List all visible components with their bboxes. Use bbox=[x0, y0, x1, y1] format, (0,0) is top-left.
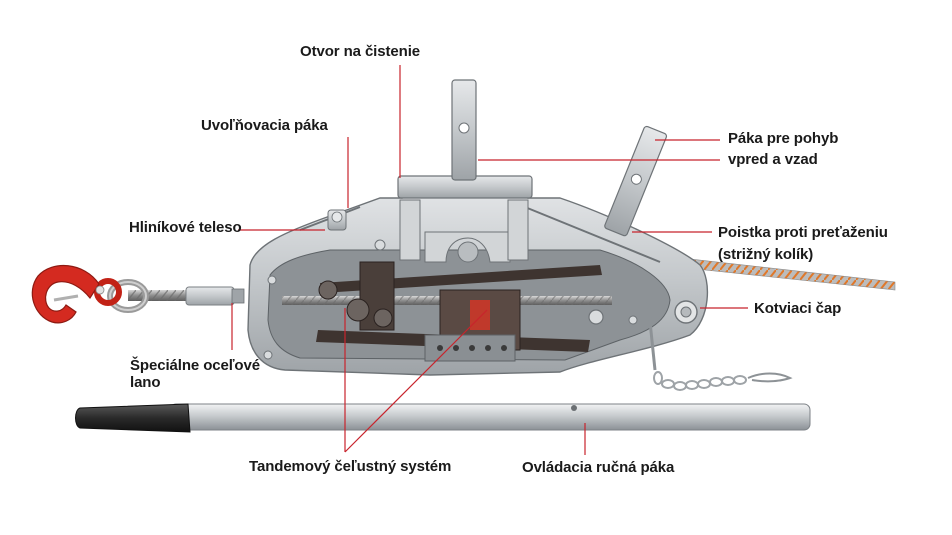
hook bbox=[31, 264, 122, 324]
release-lever bbox=[327, 209, 347, 231]
label-overload-line1: Poistka proti preťaženiu bbox=[718, 224, 888, 241]
forward-lever-socket bbox=[451, 79, 477, 181]
label-handle: Ovládacia ručná páka bbox=[522, 459, 675, 476]
steel-rope-left bbox=[107, 279, 245, 313]
label-jaw-system: Tandemový čeľustný systém bbox=[249, 458, 452, 475]
operating-handle bbox=[75, 403, 811, 433]
label-anchor-pin: Kotviaci čap bbox=[754, 300, 842, 317]
label-overload-line2: (strižný kolík) bbox=[718, 246, 814, 263]
reverse-lever-socket bbox=[604, 125, 668, 237]
label-lever-line1: Páka pre pohyb bbox=[728, 130, 839, 147]
label-aluminium-body: Hliníkové teleso bbox=[129, 219, 242, 236]
leader-lines bbox=[231, 65, 748, 455]
label-rope-line2: lano bbox=[130, 374, 161, 391]
label-lever-line2: vpred a vzad bbox=[728, 151, 818, 168]
safety-chain bbox=[646, 301, 793, 391]
label-cleaning-hole: Otvor na čistenie bbox=[300, 43, 421, 60]
label-rope-line1: Špeciálne oceľové bbox=[130, 357, 260, 374]
label-release-lever: Uvoľňovacia páka bbox=[201, 117, 328, 134]
